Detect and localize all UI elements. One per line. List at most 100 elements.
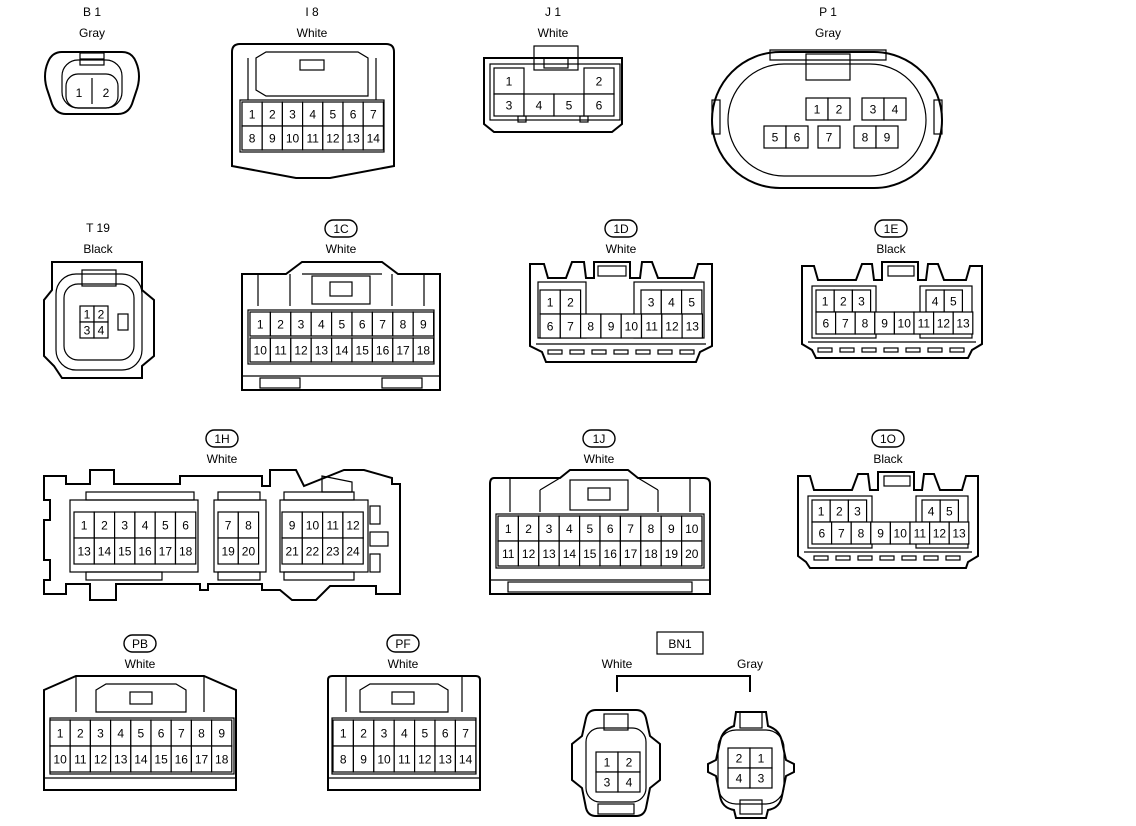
pin-label: 3 <box>648 296 655 310</box>
pin-label: 8 <box>249 132 256 146</box>
pin-cell <box>174 537 197 565</box>
pin-label: 12 <box>326 132 340 146</box>
pin-label: 15 <box>118 545 132 559</box>
pin-label: 12 <box>522 547 536 561</box>
connector-id-pill <box>582 429 616 448</box>
pin-cell <box>362 125 385 151</box>
pin-label: 20 <box>242 545 256 559</box>
pin-label: 1 <box>604 756 611 770</box>
pin-label: 7 <box>567 320 574 334</box>
pin-label: 6 <box>350 108 357 122</box>
pin-cell <box>454 745 477 773</box>
connector-color: Gray <box>79 26 105 40</box>
pin-label: 5 <box>950 295 957 309</box>
pin-label: 3 <box>289 108 296 122</box>
pin-label: 6 <box>596 99 603 113</box>
pin-label: 6 <box>182 519 189 533</box>
pin-cell <box>617 771 641 793</box>
pin-label: 17 <box>624 547 638 561</box>
pin-label: 10 <box>306 519 320 533</box>
connector-id: 1H <box>214 432 229 446</box>
pin-label: 3 <box>546 522 553 536</box>
pin-label: 13 <box>542 547 556 561</box>
bracket-line <box>616 675 751 692</box>
connector-id-pill <box>604 219 638 238</box>
connector-id-pill <box>874 219 908 238</box>
connector-1e: 1E Black <box>801 219 983 359</box>
pin-label: 6 <box>359 318 366 332</box>
connector-color: White <box>388 657 419 671</box>
connector-b1: B 1 Gray 1 2 <box>44 5 140 115</box>
pin-cell <box>817 125 841 149</box>
pin-label: 1 <box>81 519 88 533</box>
pin-label: 20 <box>685 547 699 561</box>
connector-id: 1O <box>880 432 896 446</box>
pin-label: 5 <box>138 727 145 741</box>
pin-label: 8 <box>245 519 252 533</box>
pin-label: 14 <box>335 344 349 358</box>
pin-label: 12 <box>94 753 108 767</box>
pin-label: 18 <box>644 547 658 561</box>
pin-label: 11 <box>306 132 319 146</box>
connector-color: White <box>606 242 637 256</box>
connector-i8: I 8 White <box>231 5 395 179</box>
pin-label: 4 <box>309 108 316 122</box>
pin-label: 16 <box>175 753 189 767</box>
pin-label: 15 <box>583 547 597 561</box>
pin-label: 8 <box>340 753 347 767</box>
pin-cell <box>583 93 615 117</box>
pin-label: 13 <box>439 753 453 767</box>
pin-label: 2 <box>525 522 532 536</box>
pin-label: 3 <box>298 318 305 332</box>
pin-label: 4 <box>117 727 124 741</box>
pin-label: 2 <box>596 75 603 89</box>
pin-label: 6 <box>607 522 614 536</box>
pin-cell <box>948 521 970 545</box>
pin-label: 2 <box>736 752 743 766</box>
pin-label: 9 <box>877 527 884 541</box>
pin-label: 12 <box>933 527 947 541</box>
pin-label: 18 <box>417 344 431 358</box>
pin-label: 7 <box>370 108 377 122</box>
pin-label: 16 <box>376 344 390 358</box>
pin-label: 2 <box>840 295 847 309</box>
pin-label: 4 <box>566 522 573 536</box>
pin-label: 7 <box>838 527 845 541</box>
pin-label: 1 <box>57 727 64 741</box>
connector-id: J 1 <box>545 5 561 19</box>
connector-id: 1C <box>333 222 349 236</box>
connector-id-pill <box>205 429 239 448</box>
pin-cell <box>412 311 435 337</box>
pin-label: 11 <box>327 519 340 533</box>
latch-row <box>813 555 961 561</box>
pin-label: 4 <box>668 296 675 310</box>
pin-label: 11 <box>502 547 515 561</box>
connector-1h: 1H White <box>43 429 401 601</box>
connector-id: PF <box>395 637 410 651</box>
pin-label: 1 <box>822 295 829 309</box>
connector-color: White <box>584 452 615 466</box>
pin-label: 1 <box>76 86 83 100</box>
pin-label: 8 <box>400 318 407 332</box>
pin-label: 1 <box>257 318 264 332</box>
pin-label: 9 <box>884 131 891 145</box>
pin-label: 2 <box>269 108 276 122</box>
connector-id-pill <box>871 429 905 448</box>
connector-color: White <box>326 242 357 256</box>
pin-label: 13 <box>346 132 360 146</box>
connector-id: 1J <box>593 432 606 446</box>
connector-id: BN1 <box>668 637 692 651</box>
pin-label: 2 <box>836 505 843 519</box>
pin-label: 16 <box>138 545 152 559</box>
pin-label: 2 <box>626 756 633 770</box>
latch-row <box>547 349 695 355</box>
pin-cell <box>827 97 851 121</box>
pin-label: 6 <box>442 727 449 741</box>
pin-label: 4 <box>318 318 325 332</box>
connector-id-box <box>656 631 704 655</box>
connector-color: White <box>207 452 238 466</box>
pin-label: 12 <box>418 753 432 767</box>
pin-label: 7 <box>178 727 185 741</box>
pin-label: 8 <box>862 317 869 331</box>
